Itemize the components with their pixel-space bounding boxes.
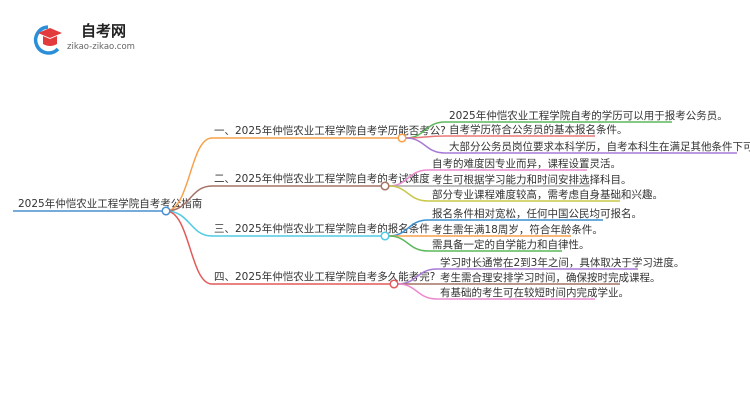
leaf-4-1: 学习时长通常在2到3年之间，具体取决于学习进度。 [440, 256, 684, 269]
branch-2-toggle[interactable] [380, 181, 390, 191]
branch-3-toggle[interactable] [380, 231, 390, 241]
connector-leaf-1-3 [405, 137, 737, 154]
leaf-4-3: 有基础的考生可在较短时间内完成学业。 [440, 286, 629, 299]
connector-branch-2 [165, 185, 381, 212]
branch-4-toggle[interactable] [389, 279, 399, 289]
branch-4-label[interactable]: 四、2025年仲恺农业工程学院自考多久能考完? [214, 270, 435, 283]
root-node-toggle[interactable] [161, 206, 171, 216]
logo-title: 自考网 [81, 22, 126, 40]
leaf-4-2: 考生需合理安排学习时间，确保按时完成课程。 [440, 271, 661, 284]
branch-1-toggle[interactable] [397, 133, 407, 143]
graduation-cap-icon [38, 28, 62, 46]
connector-branch-3 [165, 210, 381, 237]
leaf-1-1: 2025年仲恺农业工程学院自考的学历可以用于报考公务员。 [449, 109, 728, 122]
logo: 自考网 zikao-zikao.com [33, 22, 135, 55]
leaf-1-3: 大部分公务员岗位要求本科学历，自考本科生在满足其他条件下可参与考试。 [449, 140, 750, 153]
root-topic[interactable]: 2025年仲恺农业工程学院自考考公指南 [18, 197, 202, 210]
connector-leaf-4-3 [397, 283, 595, 300]
logo-subtitle: zikao-zikao.com [67, 42, 135, 52]
connector-leaf-3-3 [388, 235, 562, 252]
branch-3-label[interactable]: 三、2025年仲恺农业工程学院自考的报名条件 [214, 222, 430, 235]
branch-1-label[interactable]: 一、2025年仲恺农业工程学院自考学历能否考公? [214, 124, 446, 137]
connector-leaf-2-3 [388, 185, 620, 202]
connector-leaf-1-2 [405, 135, 595, 139]
connector-branch-1 [165, 137, 398, 212]
logo-ring-icon [33, 25, 60, 55]
leaf-2-2: 考生可根据学习能力和时间安排选择科目。 [432, 173, 632, 186]
leaf-3-3: 需具备一定的自学能力和自律性。 [432, 238, 590, 251]
branch-2-label[interactable]: 二、2025年仲恺农业工程学院自考的考试难度 [214, 172, 430, 185]
leaf-3-2: 考生需年满18周岁，符合年龄条件。 [432, 223, 603, 236]
leaf-2-1: 自考的难度因专业而异，课程设置灵活。 [432, 157, 621, 170]
leaf-3-1: 报名条件相对宽松，任何中国公民均可报名。 [432, 207, 642, 220]
connector-branch-4 [165, 210, 390, 285]
leaf-2-3: 部分专业课程难度较高，需考虑自身基础和兴趣。 [432, 188, 663, 201]
leaf-1-2: 自考学历符合公务员的基本报名条件。 [449, 123, 628, 136]
